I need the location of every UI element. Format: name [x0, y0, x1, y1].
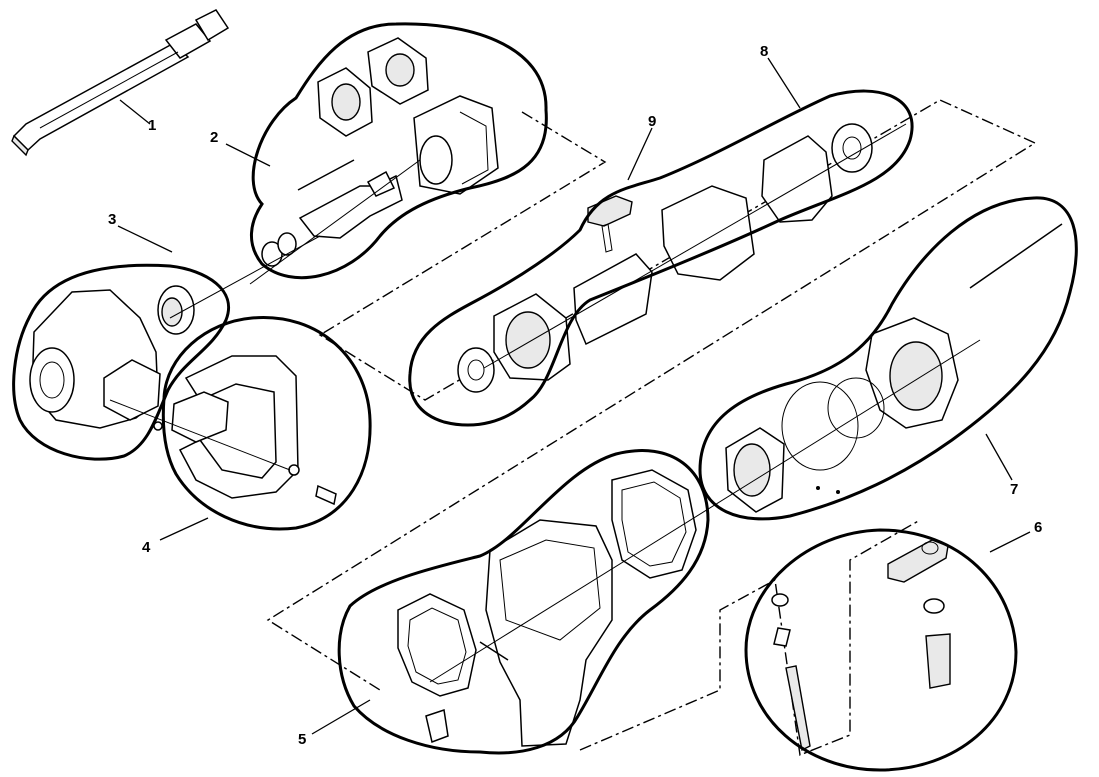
part-9-reverse-valve	[587, 195, 633, 253]
callout-loop-5	[337, 449, 710, 755]
callout-loop-7	[698, 196, 1078, 521]
callout-label-7: 7	[1010, 481, 1019, 498]
part-6-throttle-inlet	[771, 539, 951, 752]
part-2-hammer-mechanism	[261, 37, 499, 267]
callout-label-4: 4	[142, 539, 151, 556]
callout-loop-6	[744, 528, 1018, 772]
callout-label-9: 9	[648, 113, 657, 130]
part-3-hammer-case	[29, 285, 195, 431]
part-7-end-plate	[725, 223, 1063, 513]
callout-label-3: 3	[108, 211, 117, 228]
axis-lines	[109, 123, 981, 683]
callout-label-1: 1	[148, 117, 157, 134]
callout-loop-8	[408, 89, 914, 427]
callout-loop-2	[249, 22, 548, 280]
callout-label-2: 2	[210, 129, 219, 146]
part-8-motor	[457, 123, 873, 393]
callout-label-6: 6	[1034, 519, 1043, 536]
callout-loop-4	[161, 316, 372, 531]
assembly-guide-lines	[266, 99, 1037, 756]
part-5-housing	[397, 469, 697, 747]
callout-label-5: 5	[298, 731, 307, 748]
callout-label-8: 8	[760, 43, 769, 60]
part-4-side-handle	[171, 355, 337, 506]
part-1-anvil	[11, 9, 230, 157]
callout-loops	[12, 22, 1078, 772]
leader-lines	[117, 57, 1031, 735]
callout-loop-3	[12, 263, 230, 461]
